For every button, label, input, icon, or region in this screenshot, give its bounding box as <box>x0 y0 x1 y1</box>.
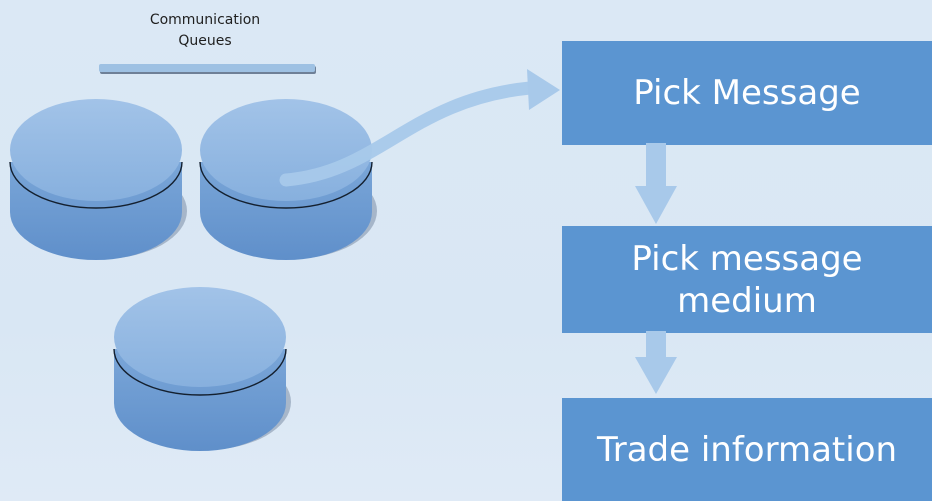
arrowhead-down-2 <box>635 357 677 394</box>
trade-information-label: Trade information <box>596 429 898 470</box>
queues-title-line-1: Communication <box>149 12 261 28</box>
arrow-shaft-2 <box>646 331 666 361</box>
curved-arrowhead <box>527 69 560 110</box>
queue-cylinder-1 <box>9 99 187 260</box>
arrowhead-down-1 <box>635 186 677 224</box>
queues-underline-bar <box>99 64 315 72</box>
arrow-shaft-1 <box>646 143 666 190</box>
pick-message-label: Pick Message <box>633 73 861 113</box>
pick-message-box: Pick Message <box>562 41 932 145</box>
queues-title-line-2: Queues <box>178 33 232 49</box>
pick-message-medium-box: Pick message medium <box>562 226 932 333</box>
queue-cylinder-3 <box>113 287 291 451</box>
pick-medium-label-line-2: medium <box>677 280 817 321</box>
trade-information-box: Trade information <box>562 398 932 501</box>
queue-cylinder-2 <box>199 99 377 260</box>
pick-medium-label-line-1: Pick message <box>631 238 863 279</box>
communication-queues-title: Communication Queues <box>95 10 315 52</box>
